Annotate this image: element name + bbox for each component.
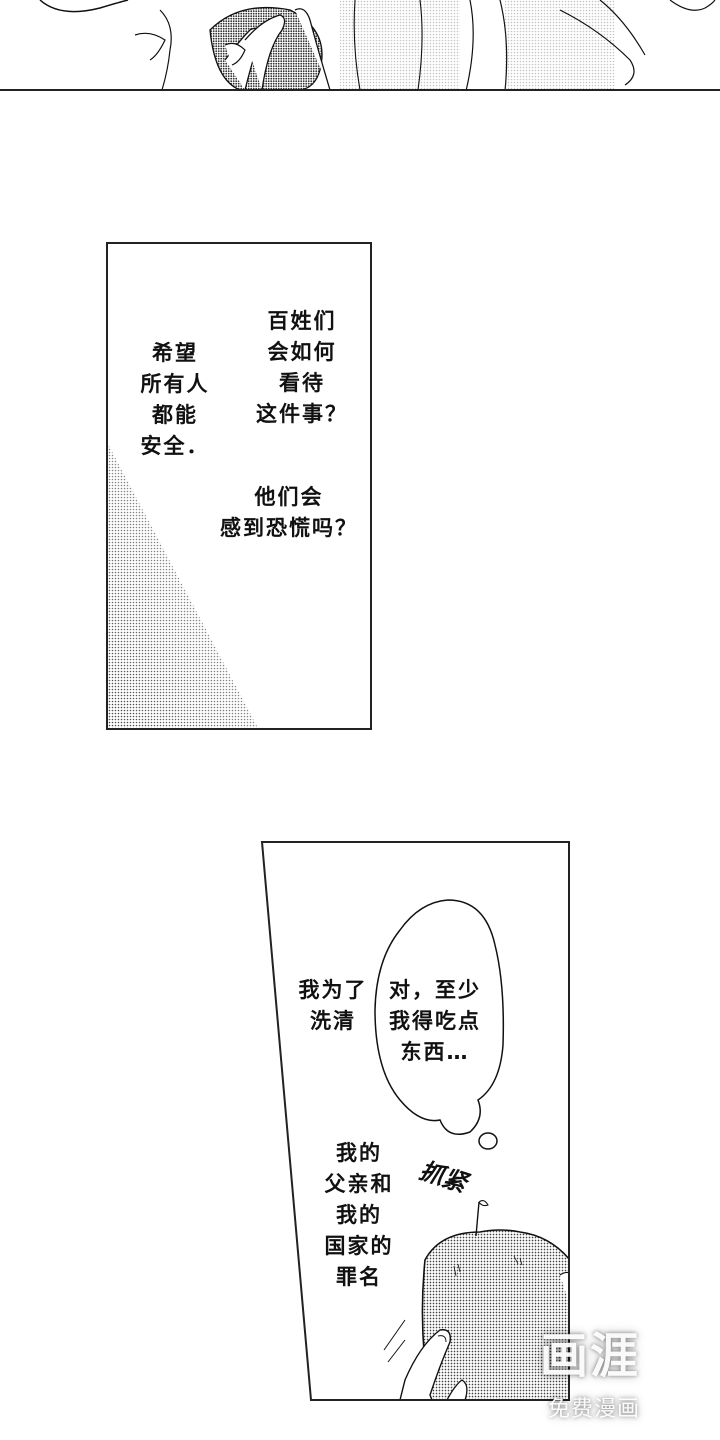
apple-illustration [421,1229,569,1400]
thought-bubble [374,899,505,1135]
caption-will-they-panic: 他们会 感到恐慌吗？ [220,485,358,540]
watermark-subtitle: 免费漫画 [548,1397,641,1422]
caption-father-and-country-crime: 我的 父亲和 我的 国家的 罪名 [324,1141,394,1289]
watermark-logo: 画涯 [540,1328,641,1384]
top-panel-border [0,89,720,91]
figure-with-apple-illustration [39,0,716,91]
caption-hope-everyone-safe: 希望 所有人 都能 安全． [140,341,210,458]
caption-to-clear: 我为了 洗清 [298,978,368,1033]
narration-panel: 希望 所有人 都能 安全． 百姓们 会如何 看待 这件事？ 他们会 感到恐慌吗？ [106,242,372,730]
screentone-gradient [108,444,258,728]
thought-bubble-small-circle [478,1132,498,1150]
top-panel [0,0,720,91]
thought-bubble-text: 对，至少 我得吃点 东西… [389,978,481,1064]
caption-how-people-view: 百姓们 会如何 看待 这件事？ [256,309,348,426]
